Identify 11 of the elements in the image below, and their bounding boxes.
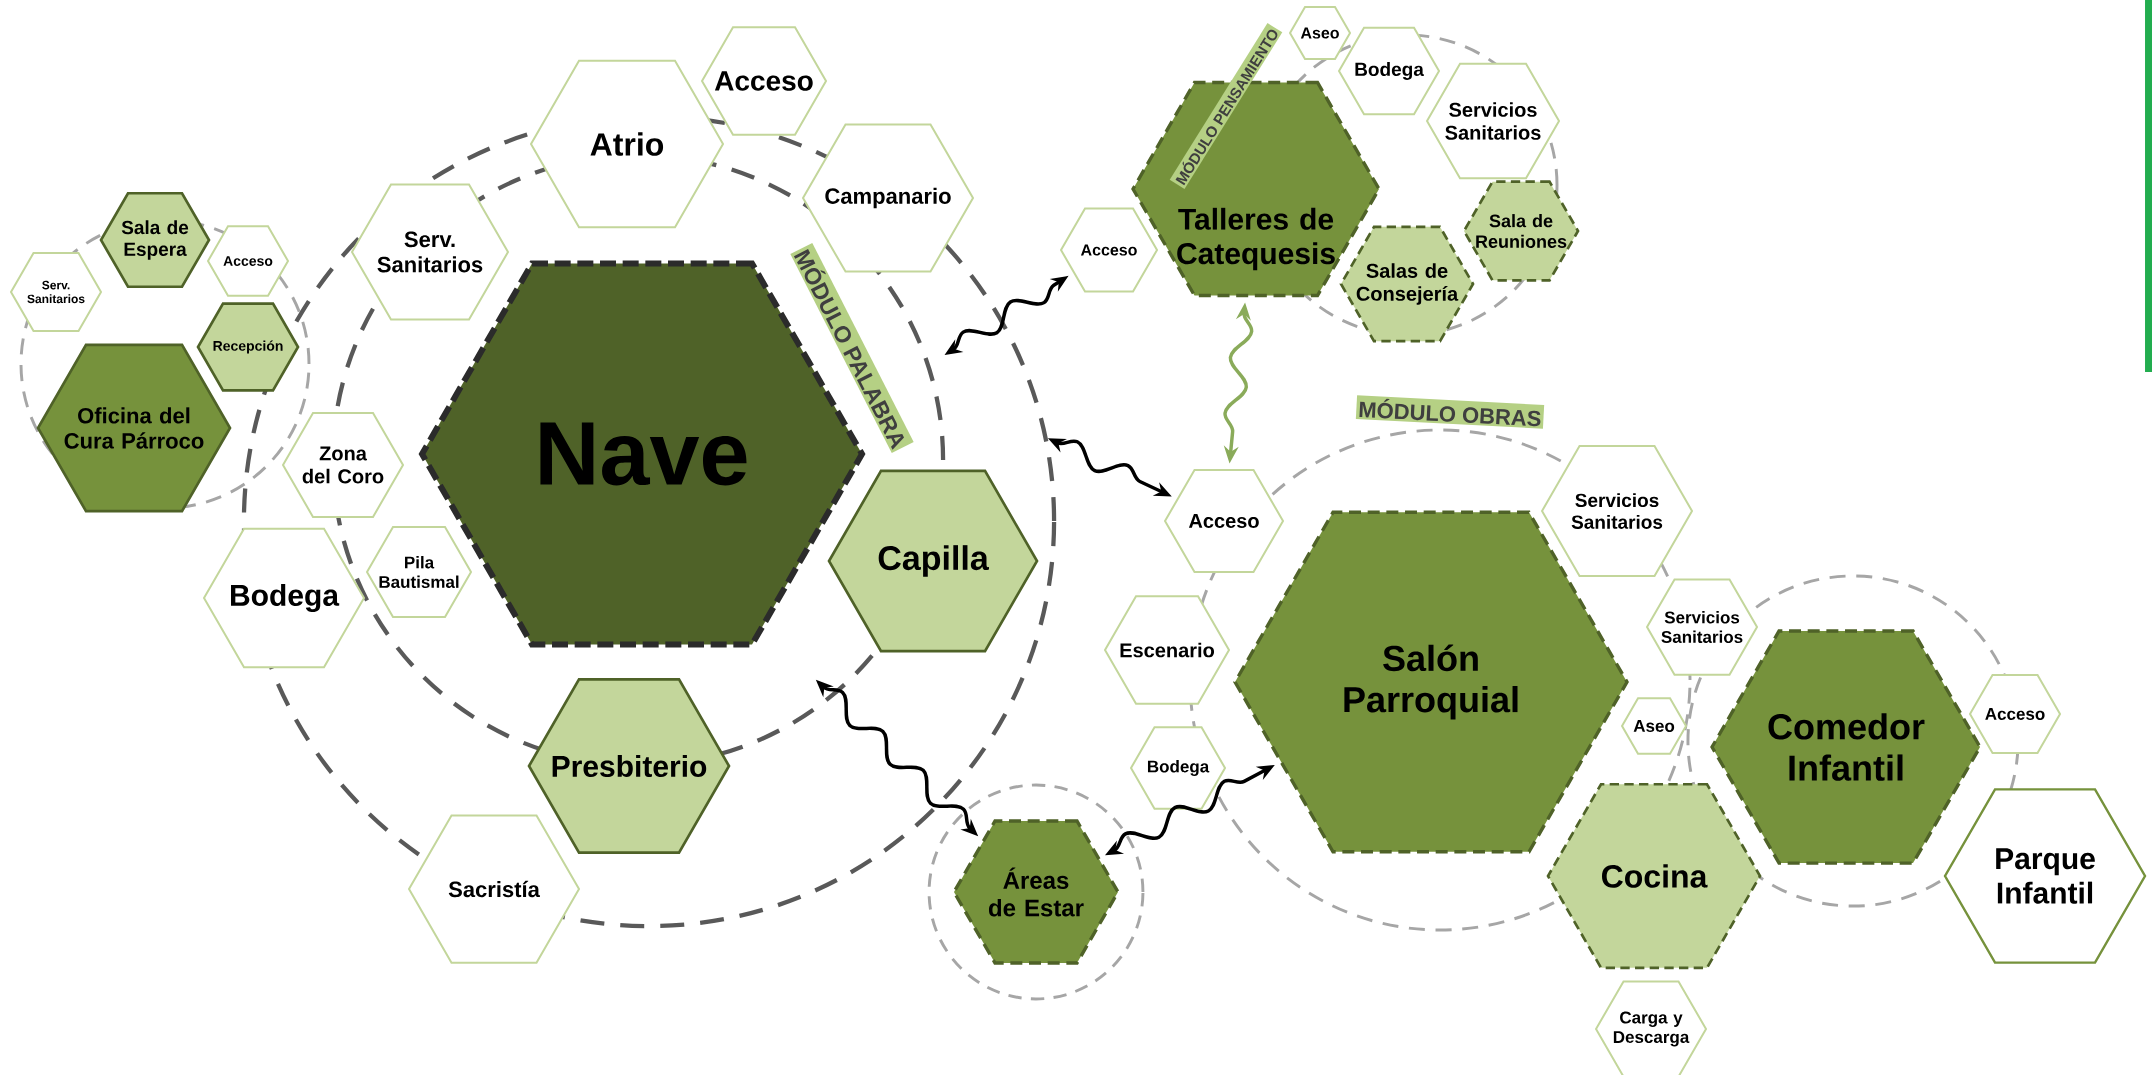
hexagon-room: Sala de Reuniones [1462,180,1580,282]
hexagon-room: Cocina [1546,782,1762,970]
module-label: MÓDULO OBRAS [1355,395,1545,429]
node-label: Parque Infantil [1996,848,2095,904]
hexagon-room: Recepción [196,302,300,392]
hexagon-room: Áreas de Estar [952,819,1120,965]
hexagon-room: Salas de Consejería [1339,225,1475,343]
hexagon-room: Capilla [827,469,1039,653]
hexagon-room: Presbiterio [527,678,731,854]
hexagon-room: Parque Infantil [1943,788,2147,964]
hexagon-room: Sala de Espera [99,191,211,289]
